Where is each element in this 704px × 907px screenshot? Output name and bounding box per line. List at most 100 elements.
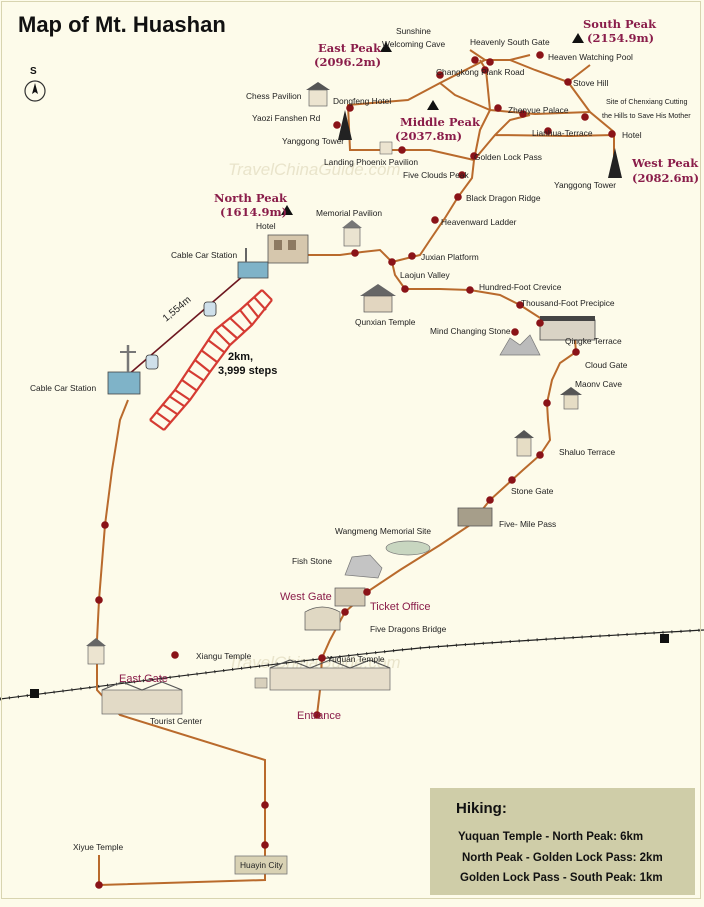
hiking-legend: Hiking: Yuquan Temple - North Peak: 6km … xyxy=(430,788,695,895)
cable-car-cabin xyxy=(203,301,217,317)
railway xyxy=(0,628,704,701)
hiking-heading: Hiking: xyxy=(456,800,507,817)
label-chenxiang-2: the Hills to Save His Mother xyxy=(602,111,691,120)
label-entrance: Entrance xyxy=(297,710,341,722)
east-peak-height: (2096.2m) xyxy=(314,55,381,69)
east-gate-pavilion-icon xyxy=(87,645,105,665)
label-mind-changing: Mind Changing Stone xyxy=(430,326,511,336)
place-labels: Sunshine Welcoming Cave Heavenly South G… xyxy=(30,26,691,870)
label-xiyue: Xiyue Temple xyxy=(73,842,123,852)
south-peak-symbol-icon xyxy=(572,33,584,43)
label-yanggong-east: Yanggong Tower xyxy=(282,136,344,146)
map-title: Map of Mt. Huashan xyxy=(18,12,226,37)
south-peak-name: South Peak xyxy=(583,17,657,31)
label-cloud-gate: Cloud Gate xyxy=(585,360,628,370)
label-heavenly-south-gate: Heavenly South Gate xyxy=(470,37,550,47)
middle-peak-symbol-icon xyxy=(427,100,439,110)
label-yuquan: Yuquan Temple xyxy=(327,654,385,664)
shaluo-pavilion-icon xyxy=(516,437,532,457)
chess-pavilion-icon xyxy=(308,89,328,107)
landing-phoenix-pavilion-icon xyxy=(379,141,393,155)
label-maonv: Maonv Cave xyxy=(575,379,622,389)
label-cable-car-lower: Cable Car Station xyxy=(30,383,96,393)
label-qunxian: Qunxian Temple xyxy=(355,317,416,327)
label-five-dragons: Five Dragons Bridge xyxy=(370,624,447,634)
wangmeng-memorial-icon xyxy=(385,540,431,556)
yanggong-tower-west-icon xyxy=(608,148,622,178)
peak-symbols xyxy=(281,33,584,215)
label-chess-pavilion: Chess Pavilion xyxy=(246,91,302,101)
north-peak-symbol-icon xyxy=(281,205,293,215)
huayin-city-box xyxy=(234,855,288,875)
label-five-mile: Five- Mile Pass xyxy=(499,519,556,529)
buildings xyxy=(86,82,622,875)
lower-cable-station-building xyxy=(107,371,141,395)
fish-stone-icon xyxy=(344,554,383,579)
label-yanggong-west: Yanggong Tower xyxy=(554,180,616,190)
label-sunshine-2: Welcoming Cave xyxy=(382,39,445,49)
qunxian-temple-icon xyxy=(363,295,393,313)
compass-icon xyxy=(24,80,46,102)
trail-length-label: 2km, xyxy=(228,351,253,363)
memorial-pavilion-icon xyxy=(343,227,361,247)
east-peak-name: East Peak xyxy=(318,41,382,55)
five-mile-pass-gate xyxy=(457,507,493,527)
yanggong-tower-east-icon xyxy=(338,110,352,140)
railway-station-west xyxy=(30,689,39,698)
label-zhenyue: Zhenyue Palace xyxy=(508,105,569,115)
label-memorial-pavilion: Memorial Pavilion xyxy=(316,208,382,218)
upper-cable-station-building xyxy=(237,261,269,279)
label-wangmeng: Wangmeng Memorial Site xyxy=(335,526,431,536)
label-west-gate: West Gate xyxy=(280,591,332,603)
steps-trail-icon xyxy=(149,289,273,431)
mind-changing-stone-icon xyxy=(499,334,541,356)
west-peak-name: West Peak xyxy=(631,156,699,170)
middle-peak-name: Middle Peak xyxy=(400,115,481,129)
cable-car-cabin xyxy=(145,354,159,370)
label-shaluo: Shaluo Terrace xyxy=(559,447,616,457)
compass: S xyxy=(24,66,46,102)
five-dragons-bridge-icon xyxy=(304,606,341,631)
label-hotel-north: Hotel xyxy=(256,221,276,231)
label-juxian: Juxian Platform xyxy=(421,252,479,262)
yuquan-temple-complex xyxy=(269,667,391,691)
north-peak-height: (1614.9m) xyxy=(220,205,287,219)
label-dongfeng-hotel: Dongfeng Hotel xyxy=(333,96,391,106)
hiking-row: Golden Lock Pass - South Peak: 1km xyxy=(460,872,663,884)
compass-letter: S xyxy=(30,66,37,77)
label-tourist-center: Tourist Center xyxy=(150,716,202,726)
south-peak-height: (2154.9m) xyxy=(587,31,654,45)
label-hotel-west: Hotel xyxy=(622,130,642,140)
label-xiangu: Xiangu Temple xyxy=(196,651,252,661)
label-stone-gate: Stone Gate xyxy=(511,486,554,496)
label-golden-lock: Golden Lock Pass xyxy=(474,152,542,162)
hiking-row: North Peak - Golden Lock Pass: 2km xyxy=(462,852,663,864)
label-qingke: Qingke Terrace xyxy=(565,336,622,346)
label-huayin: Huayin City xyxy=(240,860,284,870)
railway-station-east xyxy=(660,634,669,643)
label-laojun: Laojun Valley xyxy=(400,270,450,280)
trails xyxy=(96,49,615,886)
maonv-pavilion-icon xyxy=(563,394,579,410)
label-fish-stone: Fish Stone xyxy=(292,556,332,566)
label-cable-car-upper: Cable Car Station xyxy=(171,250,237,260)
west-gate-icon xyxy=(334,587,366,607)
label-yaozi: Yaozi Fanshen Rd xyxy=(252,113,321,123)
watermark-top: TravelChinaGuide.com xyxy=(228,160,401,179)
label-landing-phoenix: Landing Phoenix Pavilion xyxy=(324,157,418,167)
label-stove-hill: Stove Hill xyxy=(573,78,609,88)
label-ticket-office: Ticket Office xyxy=(370,601,431,613)
label-heavenward-ladder: Heavenward Ladder xyxy=(441,217,517,227)
label-lianhua: Lianhua-Terrace xyxy=(532,128,593,138)
trail-steps-label: 3,999 steps xyxy=(218,365,277,377)
hiking-row: Yuquan Temple - North Peak: 6km xyxy=(458,831,644,843)
label-black-dragon: Black Dragon Ridge xyxy=(466,193,541,203)
west-peak-height: (2082.6m) xyxy=(632,171,699,185)
label-heaven-watching-pool: Heaven Watching Pool xyxy=(548,52,633,62)
label-thousand-foot: Thousand-Foot Precipice xyxy=(521,298,615,308)
label-chenxiang-1: Site of Chenxiang Cutting xyxy=(606,97,688,106)
label-east-gate: East Gate xyxy=(119,673,168,685)
label-changkong: Changkong Plank Road xyxy=(436,67,525,77)
